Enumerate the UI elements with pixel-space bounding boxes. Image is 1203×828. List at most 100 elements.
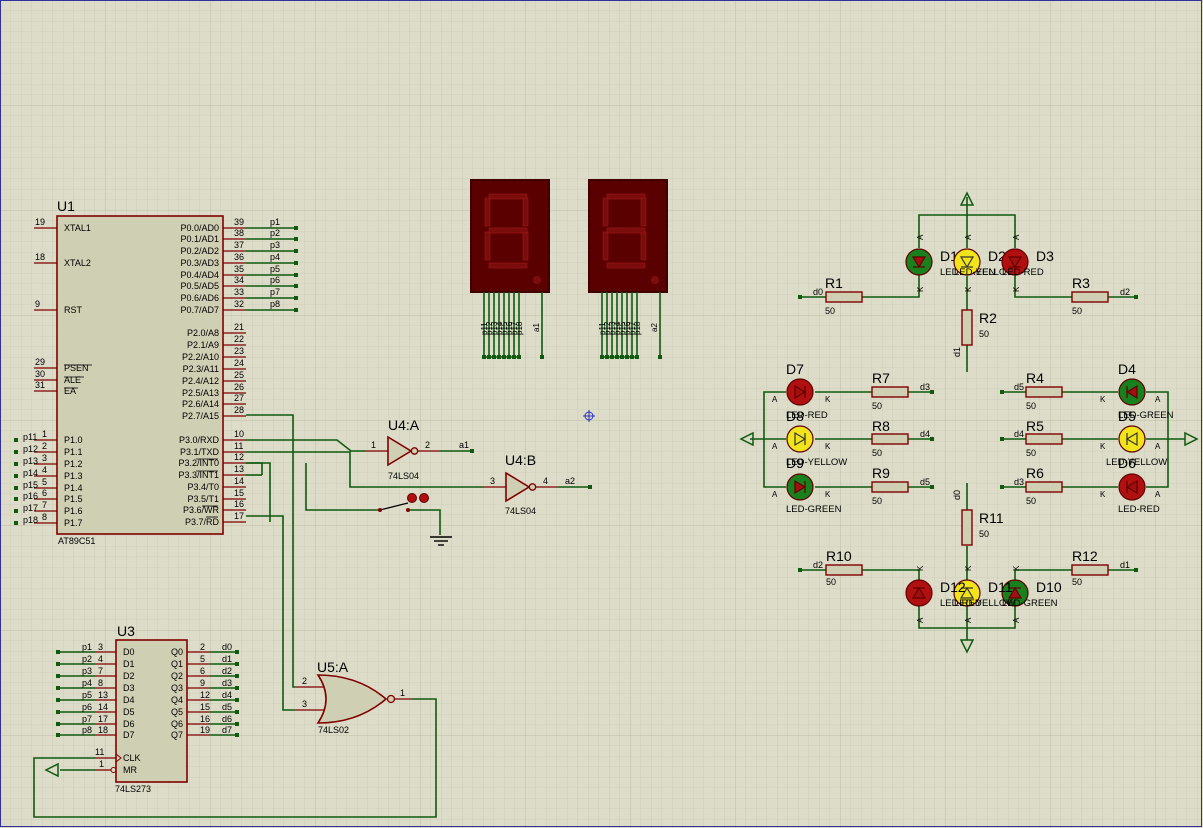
led-ref: D6 (1118, 455, 1136, 471)
u5a-pin-in2: 3 (302, 699, 307, 709)
led-ref: D8 (786, 408, 804, 424)
u1-pin-name: P1.2 (64, 459, 83, 469)
resistor-ref: R4 (1026, 370, 1044, 386)
ground-symbol (430, 536, 452, 546)
net-label: d0 (222, 642, 232, 652)
push-button-switch[interactable] (378, 493, 429, 513)
u3-pin-number: 7 (98, 666, 103, 676)
net-label: p8 (270, 299, 280, 309)
u3-clk-name: CLK (123, 753, 141, 763)
u1-pin-name: XTAL2 (64, 258, 91, 268)
net-label: a2 (565, 476, 575, 486)
resistor-ref: R11 (979, 510, 1004, 526)
resistor-value: 50 (1072, 306, 1082, 316)
net-label: p12 (23, 444, 38, 454)
u1-pin-name: P3.0/RXD (179, 435, 220, 445)
u4b-inverter[interactable]: U4:B 3 4 74LS04 (484, 452, 558, 516)
net-label: p14 (23, 468, 38, 478)
u3-pin-number: 13 (98, 690, 108, 700)
net-label: p5 (270, 264, 280, 274)
resistor-value: 50 (1026, 496, 1036, 506)
u1-microcontroller[interactable]: U1 AT89C51 19XTAL118XTAL29RST29PSEN30ALE… (14, 198, 298, 546)
u1-pin-name: P3.1/TXD (180, 447, 220, 457)
u3-pin-number: 18 (98, 725, 108, 735)
led-ref: D9 (786, 455, 804, 471)
net-label: p4 (270, 252, 280, 262)
u1-pin-number: 8 (42, 512, 47, 522)
resistor-ref: R1 (825, 275, 843, 291)
u1-part: AT89C51 (58, 536, 95, 546)
u4b-pin-in: 3 (490, 476, 495, 486)
display-1-pin-label: p14 (495, 321, 504, 335)
led-type: LED-RED (1002, 267, 1044, 278)
led-type: LED-RED (940, 598, 982, 609)
u1-pin-name: P1.4 (64, 483, 83, 493)
u3-pin-number: 15 (200, 702, 210, 712)
u3-pin-name: Q4 (171, 695, 183, 705)
display-1-pin-label: p18 (515, 321, 524, 335)
net-label: p6 (270, 275, 280, 285)
seven-segment-display-1[interactable] (470, 179, 550, 359)
u1-pin-name: P0.4/AD4 (180, 270, 219, 280)
seven-segment-display-2[interactable] (588, 179, 668, 359)
u3-pin-number: 14 (98, 702, 108, 712)
u1-pin-number: 13 (234, 464, 244, 474)
display-1-pins: p11 p12 p13 p14 p15 p16 p17 p18 a1 (480, 321, 541, 335)
cathode-label: K (1100, 395, 1106, 404)
u1-pin-number: 3 (42, 453, 47, 463)
anode-label: A (916, 234, 925, 240)
u1-pin-number: 22 (234, 334, 244, 344)
net-label: d0 (813, 287, 823, 297)
u1-pin-name: P2.4/A12 (182, 376, 219, 386)
led-type: LED-YELLOW (954, 267, 1015, 278)
u4a-inverter[interactable]: U4:A 1 2 74LS04 (365, 417, 440, 481)
net-label: d5 (222, 702, 232, 712)
resistors: R150d0R250d1R350d2R450d5R550d4R650d3R750… (798, 275, 1138, 587)
u5a-nor-gate[interactable]: U5:A 2 3 1 74LS02 (295, 659, 412, 735)
u1-pin-name: P3.5/T1 (187, 494, 219, 504)
u3-pin-name: D4 (123, 695, 135, 705)
u1-pin-name: P1.0 (64, 435, 83, 445)
net-label: d6 (222, 714, 232, 724)
led-type: LED-RED (1118, 504, 1160, 515)
u3-pin-name: Q7 (171, 730, 183, 740)
u1-pin-number: 32 (234, 299, 244, 309)
u1-pin-name: P0.0/AD0 (180, 223, 219, 233)
resistor-ref: R10 (826, 548, 852, 564)
display-2-pins: p11 p12 p13 p14 p15 p16 p17 p18 a2 (598, 321, 659, 335)
display-2-pin-label: p16 (623, 321, 632, 335)
led-ref: D12 (940, 579, 966, 595)
anode-label: A (964, 617, 973, 623)
u1-pin-number: 35 (234, 264, 244, 274)
u1-pin-number: 34 (234, 275, 244, 285)
net-label: p11 (23, 432, 37, 442)
u4a-part: 74LS04 (388, 471, 419, 481)
u1-ref: U1 (57, 198, 75, 214)
u5a-pin-in1: 2 (302, 676, 307, 686)
u1-pin-number: 10 (234, 429, 244, 439)
